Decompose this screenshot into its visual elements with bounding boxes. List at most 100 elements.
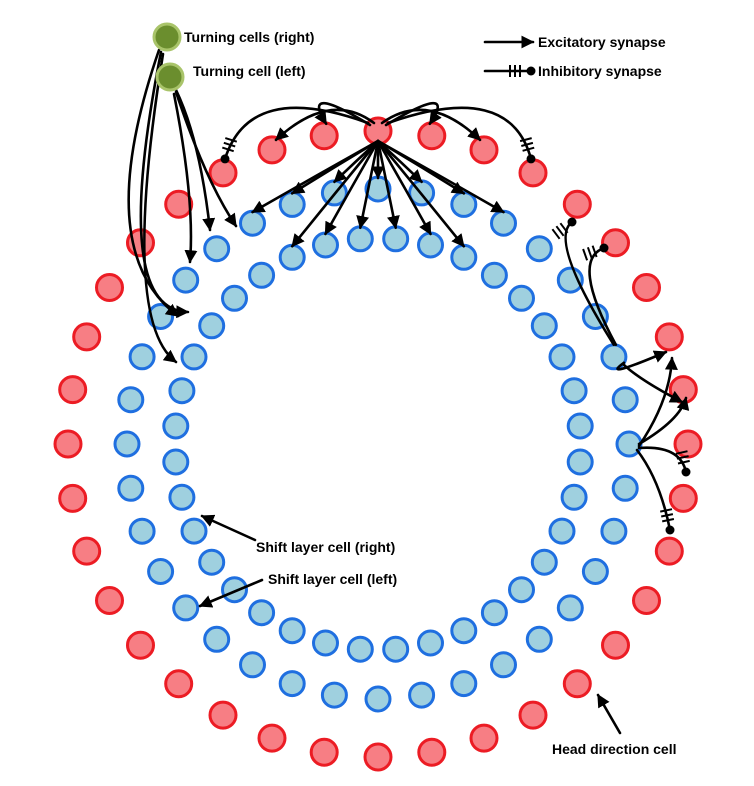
shift-cell-inner-20 [312, 629, 339, 657]
hd-inhibit-right-dot [526, 154, 536, 164]
shift-cell-inner-14 [508, 576, 535, 604]
head-direction-cell-16 [518, 700, 548, 730]
shift-cell-inner-22 [248, 599, 276, 627]
shift-cell-outer-30 [128, 343, 156, 371]
hd-inhibit-left-bar [223, 141, 236, 148]
head-direction-cell-18 [417, 737, 447, 767]
shift-cell-outer-15 [525, 625, 553, 653]
shift-cell-outer-33 [203, 235, 231, 263]
hd-inhibit-right [386, 106, 533, 161]
head-direction-cell-12 [654, 536, 684, 566]
shift-right-excite-1 [616, 350, 668, 371]
head-direction-cell-14 [601, 630, 630, 660]
shift-cell-inner-17 [417, 629, 444, 657]
head-direction-cell-13 [632, 586, 661, 615]
shift-cell-outer-12 [600, 517, 628, 545]
hd-inhibit-left-bar [221, 146, 235, 153]
shift-right-inhibit-2-bar [582, 248, 589, 261]
inhibitory-legend-label: Inhibitory synapse [538, 63, 662, 79]
shift-cell-inner-19 [346, 635, 374, 663]
head-direction-label: Head direction cell [552, 741, 676, 757]
shift-right-inhibit-1-bar [559, 222, 569, 234]
shift-cell-inner-3 [450, 243, 478, 271]
head-direction-cell-28 [53, 429, 83, 459]
head-direction-cell-21 [257, 723, 287, 753]
shift-cell-outer-35 [278, 190, 306, 218]
shift-right-inhibit-1-bar [555, 225, 565, 237]
shift-cell-outer-3 [450, 190, 478, 218]
hd-to-shift-11 [376, 139, 432, 236]
shift-cell-inner-18 [382, 635, 410, 663]
head-direction-cell-34 [208, 158, 238, 188]
head-direction-cell-25 [95, 586, 124, 615]
hd-inhibit-right-bar [519, 137, 532, 143]
hd-inhibit-left-dot [220, 154, 230, 164]
hd-to-shift-8 [324, 139, 380, 236]
shift-cell-inner-28 [162, 412, 190, 440]
shift-cell-inner-29 [168, 377, 196, 405]
head-direction-cell-7 [632, 273, 661, 302]
head-direction-cell-20 [309, 737, 339, 767]
hd-inhibit-right-bar [522, 146, 535, 152]
legend: Excitatory synapse Inhibitory synapse [483, 34, 666, 79]
shift-cell-outer-18 [408, 681, 436, 709]
shift-cell-outer-27 [117, 474, 145, 502]
shift-cell-outer-29 [117, 386, 145, 414]
shift-cell-inner-2 [417, 231, 444, 259]
shift-cell-inner-33 [248, 261, 276, 289]
shift-cell-outer-26 [128, 517, 156, 545]
shift-cell-inner-5 [508, 284, 535, 312]
hd-to-shift-9 [356, 139, 380, 230]
head-direction-cell-23 [164, 669, 194, 699]
excitatory-legend-label: Excitatory synapse [538, 34, 666, 50]
shift-right-inhibit-1-dot [567, 217, 577, 227]
shift-cell-inner-36 [346, 225, 374, 253]
shift-right-excite-2 [622, 363, 684, 404]
hd-excite-right-2 [384, 102, 442, 127]
shift-cell-inner-4 [480, 261, 508, 289]
shift-cell-outer-5 [525, 235, 553, 263]
shift-cell-outer-25 [147, 558, 175, 585]
head-direction-cell-22 [208, 700, 238, 730]
shift-cell-inner-24 [198, 548, 226, 576]
shift-cell-inner-26 [168, 483, 196, 511]
shift-cell-outer-20 [320, 681, 348, 709]
turning-right-to-shift-2 [139, 50, 190, 319]
synapse-connections [127, 48, 691, 535]
shift-cell-outer-28 [113, 430, 141, 458]
shift-right2-inhibit-2-dot [665, 525, 675, 535]
shift-cell-inner-30 [180, 343, 208, 371]
head-direction-pointer [596, 693, 622, 735]
shift-cell-inner-10 [566, 448, 594, 476]
shift-cell-inner-7 [548, 343, 576, 371]
shift-cell-inner-32 [221, 284, 248, 312]
shift-right-inhibit-1-bar [551, 228, 561, 240]
shift-cell-outer-17 [450, 670, 478, 698]
shift-cell-inner-8 [560, 377, 588, 405]
shift-layer-ring-inner [162, 225, 594, 663]
hd-inhibit-left [223, 106, 370, 161]
shift-cell-inner-1 [382, 225, 410, 253]
head-direction-cell-27 [58, 483, 88, 513]
shift-right-inhibit-2-bar [591, 245, 598, 258]
shift-cell-inner-25 [180, 517, 208, 545]
shift-right2-inhibit-1-dot [681, 467, 691, 477]
hd-to-shift-2 [290, 139, 380, 195]
shift-right-inhibit-2-dot [599, 243, 609, 253]
shift-cell-outer-22 [239, 651, 266, 679]
head-direction-cell-30 [72, 322, 102, 352]
inhibitory-legend-symbol [483, 65, 536, 77]
hd-inhibit-left-bar [225, 137, 238, 143]
shift-cell-inner-11 [560, 483, 588, 511]
shift-cell-outer-9 [611, 386, 639, 414]
shift-cell-inner-35 [312, 231, 339, 259]
shift-cell-inner-34 [278, 243, 306, 271]
shift-cell-inner-9 [566, 412, 594, 440]
head-direction-ring [53, 116, 703, 772]
head-direction-cell-5 [562, 189, 592, 219]
shift-cell-outer-19 [364, 685, 392, 713]
shift-cell-outer-11 [611, 474, 639, 502]
shift-right2-excite-2 [637, 356, 678, 448]
hd-inhibit-right-bar [521, 141, 534, 147]
